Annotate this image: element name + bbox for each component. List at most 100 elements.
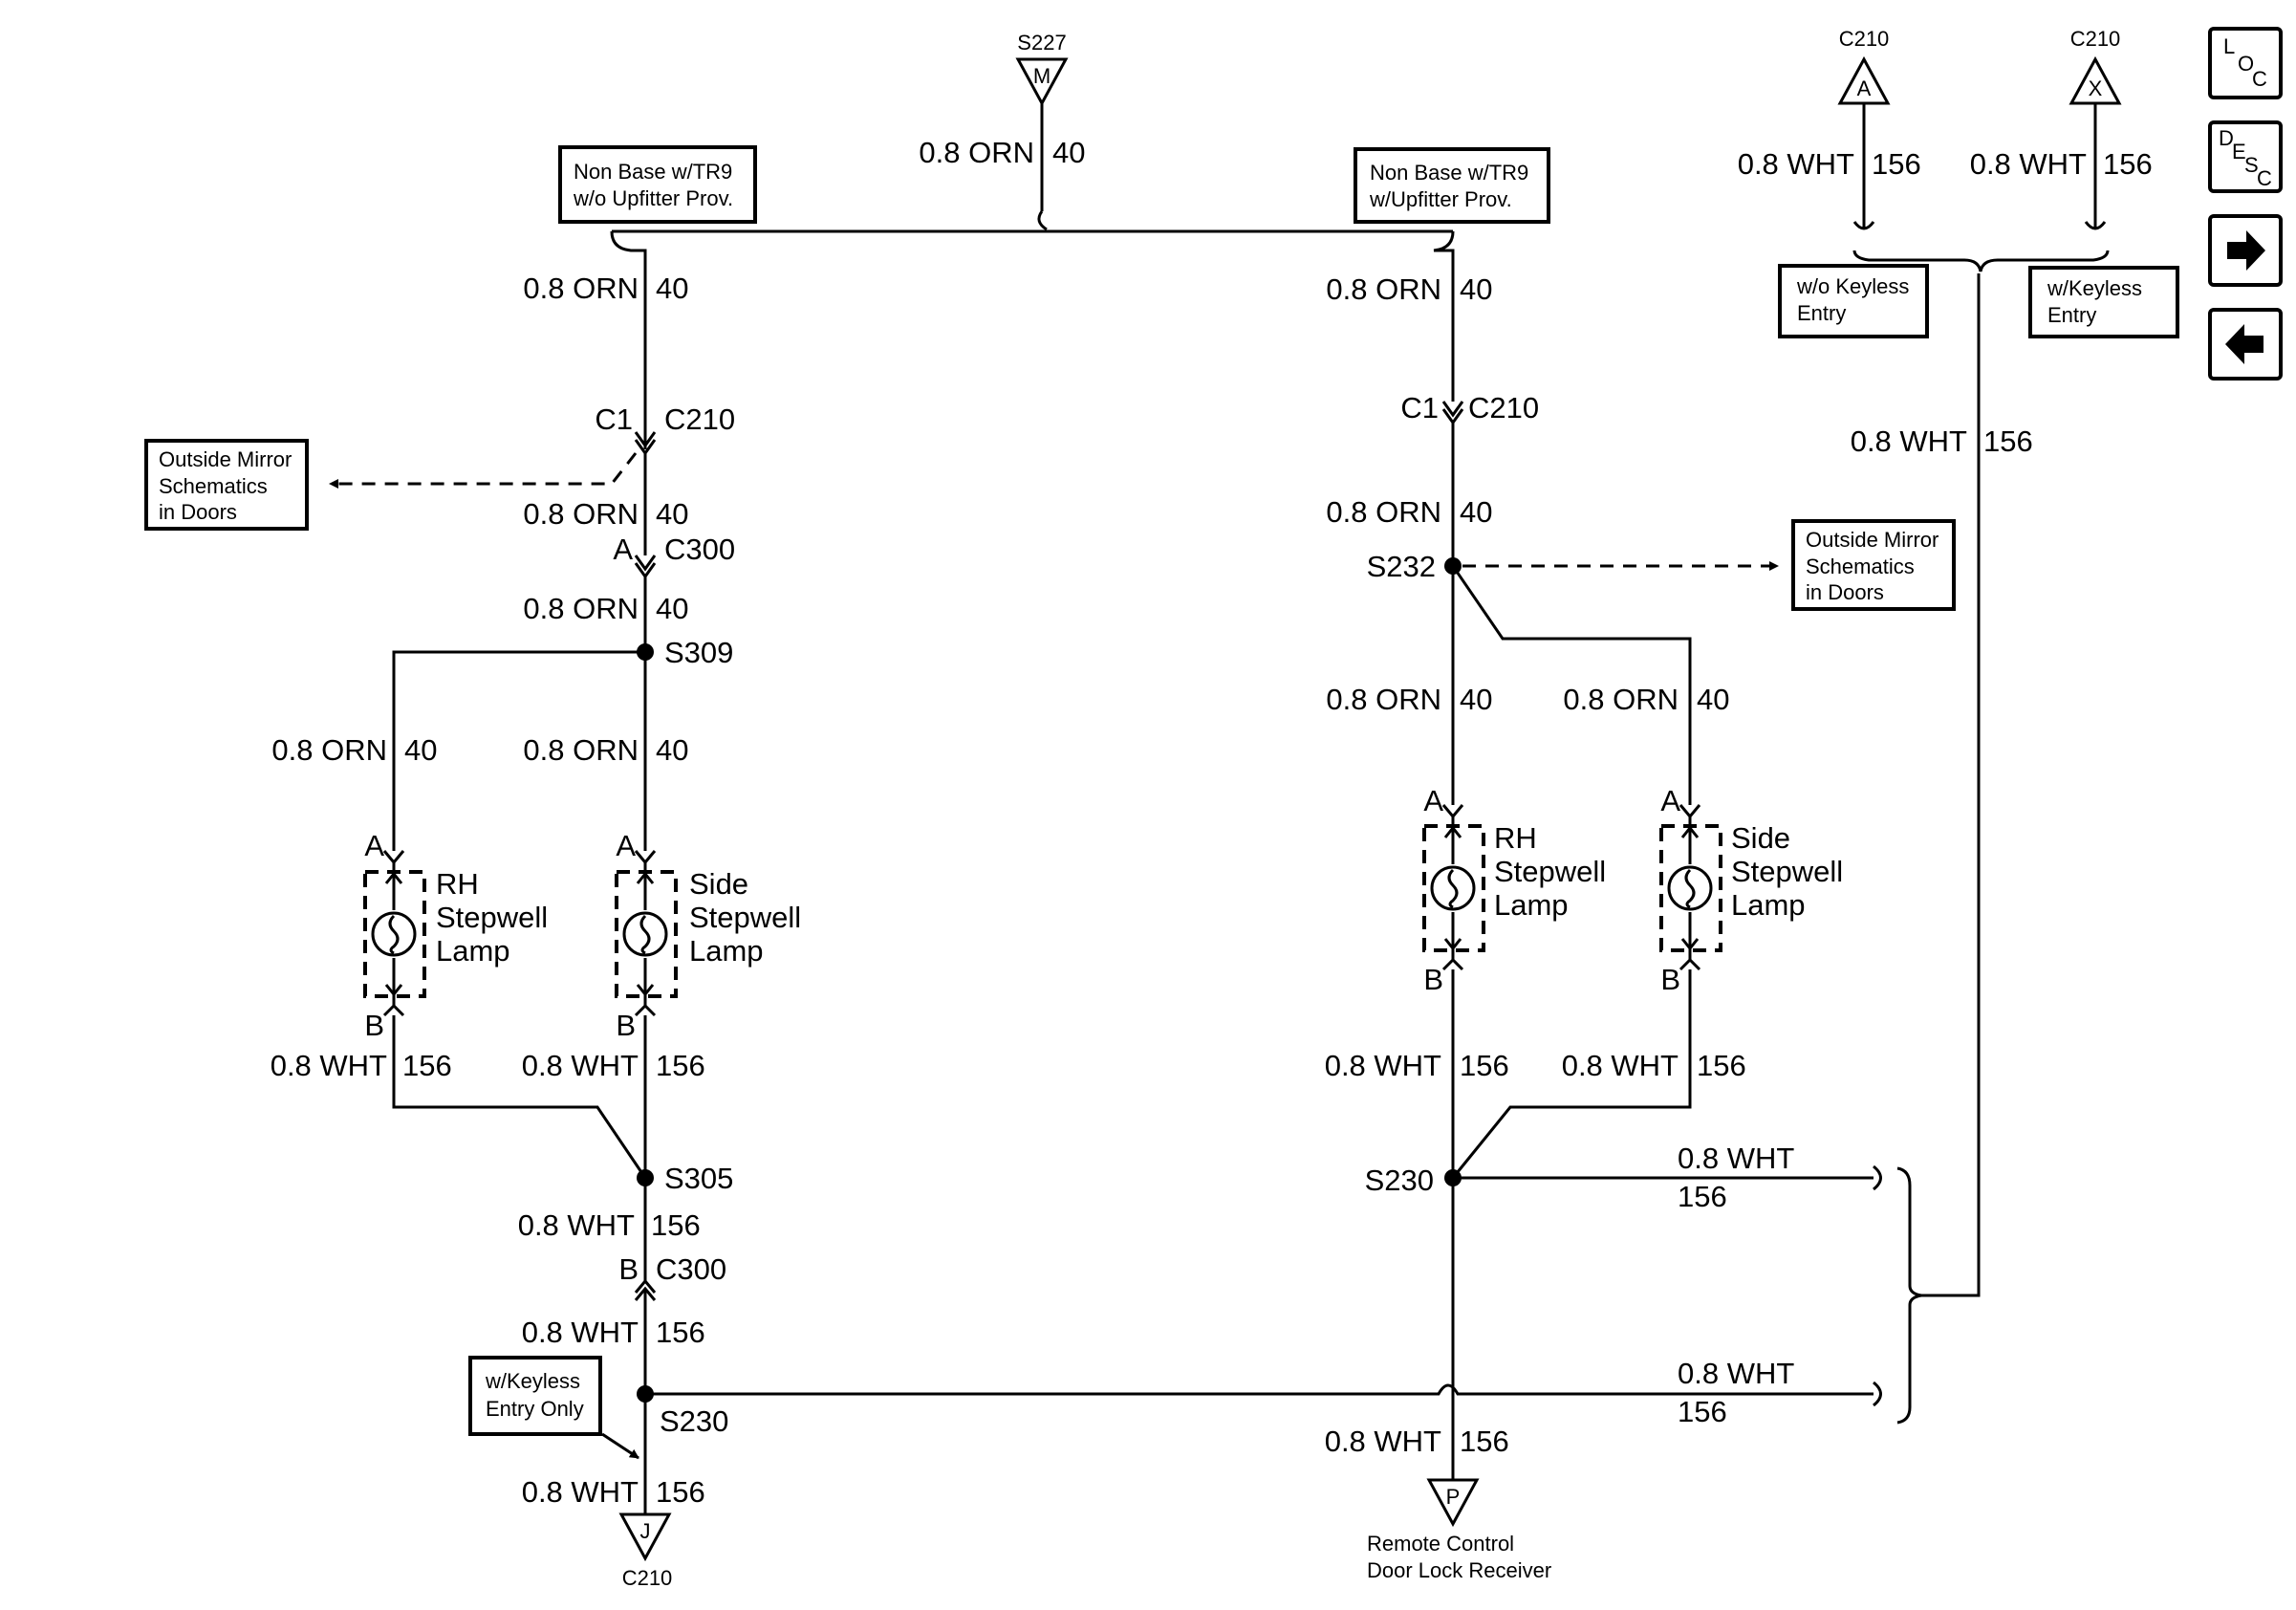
left-rh-stepwell-lamp: A B RH Stepwell Lamp — [363, 829, 548, 1042]
left-rh-feed-gauge: 0.8 ORN — [271, 733, 387, 767]
box-non-base-wo-upfitter: Non Base w/TR9 w/o Upfitter Prov. — [558, 145, 757, 224]
right-rh-feed-circuit: 40 — [1460, 683, 1492, 716]
svg-text:C210: C210 — [2070, 27, 2121, 51]
box-wo-keyless-entry: w/o Keyless Entry — [1778, 264, 1929, 338]
svg-text:w/o Keyless: w/o Keyless — [1796, 274, 1909, 298]
svg-text:Lamp: Lamp — [1494, 888, 1569, 922]
box-left-outside-mirror: Outside Mirror Schematics in Doors — [144, 439, 309, 531]
left-c300-label-a: C300 — [664, 533, 735, 566]
right-receiver-gauge: 0.8 WHT — [1325, 1425, 1441, 1458]
left-rh-lamp-feed — [392, 650, 645, 851]
svg-text:Schematics: Schematics — [1806, 555, 1915, 578]
left-rh-ground-gauge: 0.8 WHT — [271, 1049, 387, 1082]
lower-bus-end-tick — [1873, 1381, 1882, 1407]
svg-text:A: A — [616, 829, 636, 862]
left-wire2-circuit: 40 — [656, 497, 688, 531]
s227-triangle — [1015, 57, 1069, 107]
svg-text:P: P — [1446, 1485, 1461, 1509]
left-wire3-gauge: 0.8 ORN — [523, 592, 639, 625]
svg-text:Non Base w/TR9: Non Base w/TR9 — [1370, 161, 1528, 185]
svg-text:Non Base w/TR9: Non Base w/TR9 — [574, 160, 732, 184]
svg-text:Entry Only: Entry Only — [486, 1397, 584, 1421]
svg-text:A: A — [1857, 76, 1872, 100]
svg-text:C: C — [2252, 67, 2267, 91]
right-side-stepwell-lamp: A B Side Stepwell Lamp — [1659, 784, 1843, 996]
box-w-keyless-entry: w/Keyless Entry — [2028, 266, 2179, 338]
svg-text:D: D — [2219, 126, 2234, 150]
loc-button[interactable]: L O C — [2208, 27, 2283, 99]
right-wire1-circuit: 40 — [1460, 272, 1492, 306]
svg-text:w/Upfitter Prov.: w/Upfitter Prov. — [1369, 187, 1512, 211]
s227-connector: S227 M — [1015, 31, 1069, 107]
c210-a-gauge: 0.8 WHT — [1738, 147, 1854, 181]
bulb-icon — [371, 911, 417, 957]
svg-text:in Doors: in Doors — [159, 500, 237, 524]
bulb-icon — [1430, 865, 1476, 911]
right-wire1-gauge: 0.8 ORN — [1326, 272, 1441, 306]
left-c210-label: C210 — [664, 402, 735, 436]
left-mirror-dashed-line — [329, 452, 638, 489]
right-side-ground-gauge: 0.8 WHT — [1562, 1049, 1679, 1082]
svg-text:L: L — [2223, 34, 2235, 58]
box-non-base-w-upfitter: Non Base w/TR9 w/Upfitter Prov. — [1354, 147, 1550, 224]
right-side-feed-gauge: 0.8 ORN — [1563, 683, 1679, 716]
svg-text:Stepwell: Stepwell — [1494, 855, 1606, 888]
c210-a-circuit: 156 — [1872, 147, 1921, 181]
svg-text:O: O — [2238, 52, 2254, 76]
svg-text:X: X — [2089, 76, 2103, 100]
bulb-icon — [1667, 865, 1713, 911]
svg-text:A: A — [364, 829, 384, 862]
next-button[interactable] — [2208, 214, 2283, 287]
right-side-lamp-feed — [1451, 565, 1692, 805]
left-wire1-circuit: 40 — [656, 272, 688, 305]
s230-right-label: S230 — [1365, 1164, 1434, 1197]
keyless-return-wire — [1921, 273, 1981, 1297]
left-side-ground-gauge: 0.8 WHT — [522, 1049, 639, 1082]
svg-text:RH: RH — [1494, 821, 1537, 855]
previous-button[interactable] — [2208, 308, 2283, 381]
svg-text:A: A — [1423, 784, 1443, 817]
right-rh-ground-gauge: 0.8 WHT — [1325, 1049, 1441, 1082]
svg-text:Lamp: Lamp — [1731, 888, 1806, 922]
left-wire3-circuit: 40 — [656, 592, 688, 625]
svg-text:E: E — [2232, 140, 2246, 163]
right-brace — [1896, 1166, 1922, 1425]
right-side-lamp-ground — [1451, 969, 1692, 1179]
svg-text:Side: Side — [1731, 821, 1790, 855]
lower-bus-circuit: 156 — [1678, 1395, 1727, 1428]
svg-text:Lamp: Lamp — [436, 934, 510, 968]
right-side-ground-circuit: 156 — [1697, 1049, 1746, 1082]
right-wire2-gauge: 0.8 ORN — [1326, 495, 1441, 529]
left-side-stepwell-lamp: A B Side Stepwell Lamp — [615, 829, 801, 1042]
c210-x-wire — [2084, 103, 2107, 230]
right-side-feed-circuit: 40 — [1697, 683, 1729, 716]
s227-label: S227 — [1017, 31, 1066, 54]
box-right-outside-mirror: Outside Mirror Schematics in Doors — [1791, 519, 1956, 611]
left-c210j-gauge: 0.8 WHT — [522, 1475, 639, 1509]
left-feed-wire — [610, 230, 647, 449]
c210-j-connector: J C210 — [618, 1512, 672, 1590]
svg-text:w/Keyless: w/Keyless — [2047, 276, 2142, 300]
right-c210-label: C210 — [1468, 391, 1539, 424]
svg-text:in Doors: in Doors — [1806, 580, 1884, 604]
s227-pin-m: M — [1033, 64, 1051, 88]
c210-a-connector: C210 A — [1837, 27, 1891, 105]
receiver-label-line1: Remote Control — [1367, 1532, 1514, 1556]
svg-text:w/o Upfitter Prov.: w/o Upfitter Prov. — [573, 186, 733, 210]
right-receiver-circuit: 156 — [1460, 1425, 1509, 1458]
wire-s227-gauge: 0.8 ORN — [919, 136, 1034, 169]
c210-x-circuit: 156 — [2103, 147, 2153, 181]
left-side-feed-gauge: 0.8 ORN — [523, 733, 639, 767]
upper-bus-end-tick — [1873, 1164, 1882, 1191]
left-side-ground-circuit: 156 — [656, 1049, 705, 1082]
upper-bus-circuit: 156 — [1678, 1180, 1727, 1213]
svg-text:RH: RH — [436, 867, 479, 901]
c210-a-wire — [1852, 103, 1875, 230]
desc-button[interactable]: D E S C — [2208, 120, 2283, 193]
svg-text:Entry: Entry — [1797, 301, 1846, 325]
left-c300b-gauge: 0.8 WHT — [522, 1316, 639, 1349]
bus-tick-center — [1037, 210, 1048, 231]
svg-text:Outside Mirror: Outside Mirror — [159, 447, 292, 471]
svg-text:Stepwell: Stepwell — [689, 901, 801, 934]
left-c1-label: C1 — [595, 402, 633, 436]
